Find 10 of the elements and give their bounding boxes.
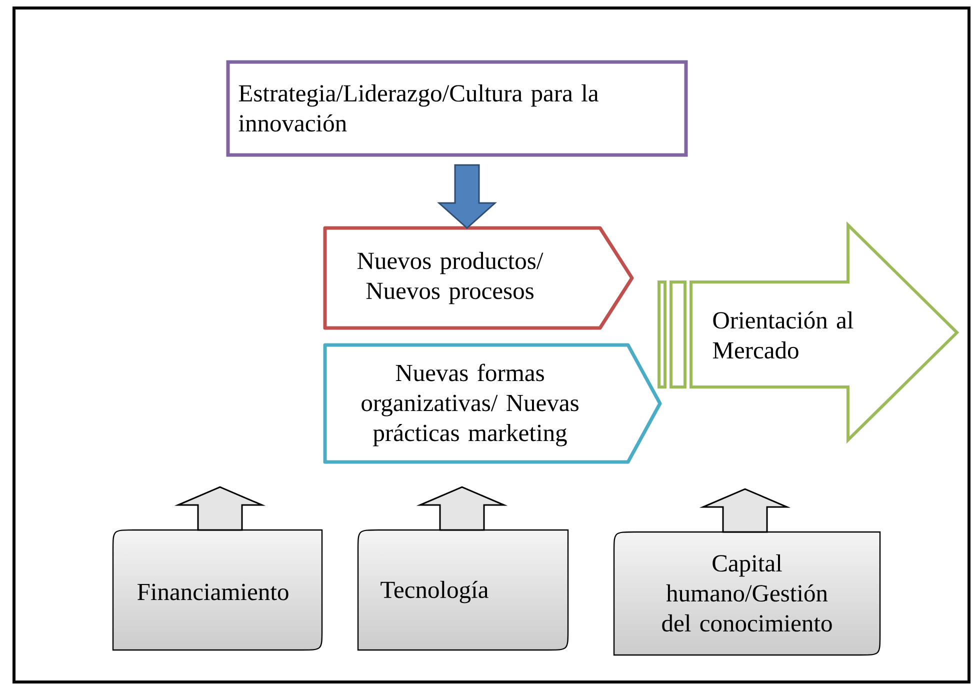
pentagon-box: Nuevos productos/ Nuevos procesos [323, 226, 634, 330]
block-arrow [699, 488, 791, 533]
rounded-box: Financiamiento [112, 529, 323, 651]
block-arrow [437, 164, 497, 230]
rounded-box: Capital humano/Gestión del conocimiento [613, 531, 881, 656]
pentagon-box: Nuevas formas organizativas/ Nuevas prácticas marketing [323, 343, 662, 464]
block-arrow [416, 486, 508, 531]
block-arrow [174, 486, 266, 531]
rounded-box: Tecnología [357, 529, 569, 651]
strategy-box: Estrategia/Liderazgo/Cultura para la innovación [226, 60, 688, 157]
